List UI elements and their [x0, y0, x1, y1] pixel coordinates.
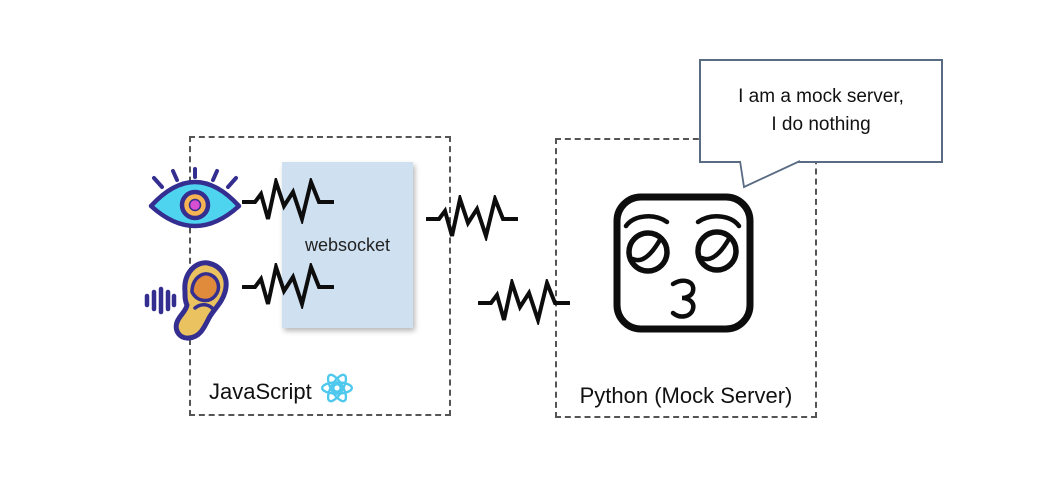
speech-bubble-tail — [739, 160, 801, 189]
python-box — [555, 138, 817, 418]
react-logo-icon — [320, 373, 354, 403]
python-label: Python (Mock Server) — [579, 383, 793, 408]
eye-icon — [148, 167, 242, 229]
websocket-label: websocket — [304, 234, 391, 255]
javascript-label: JavaScript — [209, 379, 312, 404]
waveform-icon-eye — [242, 178, 334, 224]
rolling-eyes-face-icon — [613, 193, 754, 333]
speech-bubble: I am a mock server, I do nothing — [699, 59, 943, 163]
ear-icon — [144, 260, 229, 341]
waveform-icon-link-top — [426, 195, 518, 241]
waveform-icon-link-bottom — [478, 279, 570, 325]
waveform-icon-ear — [242, 263, 334, 309]
speech-bubble-line2: I do nothing — [771, 114, 871, 135]
speech-bubble-line1: I am a mock server, — [738, 86, 904, 107]
